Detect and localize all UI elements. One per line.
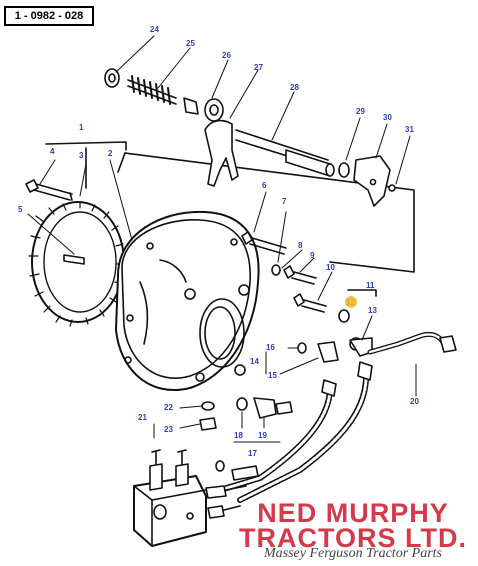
leader-15 bbox=[279, 357, 319, 375]
washer-8 bbox=[271, 264, 281, 276]
leader-10 bbox=[317, 271, 333, 301]
callout-12[interactable]: 12 bbox=[346, 298, 355, 307]
callout-31: 31 bbox=[405, 125, 414, 134]
callout-12-highlight bbox=[345, 296, 357, 308]
leader-7 bbox=[277, 211, 287, 263]
shaft-assembly bbox=[104, 68, 396, 207]
leader-13 bbox=[361, 315, 373, 341]
callout-6: 6 bbox=[262, 181, 267, 190]
callout-9: 9 bbox=[310, 251, 315, 260]
callout-22: 22 bbox=[164, 403, 173, 412]
pipe-fittings-lower bbox=[205, 460, 259, 519]
callout-4: 4 bbox=[50, 147, 55, 156]
callout-11: 11 bbox=[366, 281, 375, 290]
leader-6 bbox=[253, 191, 267, 233]
callout-24: 24 bbox=[150, 25, 159, 34]
washer-18 bbox=[236, 397, 248, 411]
bracket-11 bbox=[347, 289, 377, 297]
callout-30: 30 bbox=[383, 113, 392, 122]
watermark-tagline: Massey Ferguson Tractor Parts bbox=[264, 546, 442, 561]
leader-8 bbox=[281, 249, 303, 269]
callout-16: 16 bbox=[266, 343, 275, 352]
callout-27: 27 bbox=[254, 63, 263, 72]
ring-gear bbox=[28, 201, 125, 327]
elbow-fitting-19 bbox=[253, 397, 293, 419]
bolt-10 bbox=[293, 293, 327, 313]
callout-13: 13 bbox=[368, 306, 377, 315]
callout-3: 3 bbox=[79, 151, 84, 160]
watermark-brand-line2: TRACTORS LTD. bbox=[239, 523, 467, 553]
fitting-13 bbox=[338, 309, 373, 357]
drawing-reference-code: 1 - 0982 - 028 bbox=[4, 6, 94, 26]
callout-28: 28 bbox=[290, 83, 299, 92]
callout-23: 23 bbox=[164, 425, 173, 434]
callout-19: 19 bbox=[258, 431, 267, 440]
callout-2: 2 bbox=[108, 149, 113, 158]
callout-21: 21 bbox=[138, 413, 147, 422]
callout-10: 10 bbox=[326, 263, 335, 272]
callout-18: 18 bbox=[234, 431, 243, 440]
callout-20: 20 bbox=[410, 397, 419, 406]
callout-26: 26 bbox=[222, 51, 231, 60]
callout-labels: 1 2 3 4 5 6 7 8 9 10 11 12 13 14 15 16 1… bbox=[18, 25, 419, 458]
leaders-22-23 bbox=[179, 405, 203, 429]
bolt-4 bbox=[25, 179, 73, 201]
elbow-fitting-15 bbox=[297, 341, 339, 363]
callout-15: 15 bbox=[268, 371, 277, 380]
bleed-nipple-23 bbox=[199, 417, 217, 431]
bleed-screw-22 bbox=[201, 401, 215, 411]
bracket-1 bbox=[45, 141, 127, 151]
callout-1: 1 bbox=[79, 123, 84, 132]
leader-5 bbox=[27, 213, 75, 255]
cylinder-block bbox=[133, 449, 207, 547]
leader-2 bbox=[109, 159, 133, 241]
leader-9 bbox=[299, 257, 315, 273]
brake-hose-20 bbox=[217, 331, 457, 503]
callout-5: 5 bbox=[18, 205, 23, 214]
leader-3 bbox=[79, 163, 87, 197]
callout-29: 29 bbox=[356, 107, 365, 116]
bolt-6 bbox=[241, 231, 287, 255]
housing-frame bbox=[117, 152, 415, 273]
watermark-brand-line1: NED MURPHY bbox=[257, 498, 449, 528]
callout-17: 17 bbox=[248, 449, 257, 458]
callout-7: 7 bbox=[282, 197, 287, 206]
callout-14: 14 bbox=[250, 357, 259, 366]
brake-housing bbox=[115, 210, 260, 391]
top-leaders bbox=[115, 35, 411, 185]
bolt-9 bbox=[283, 265, 317, 285]
leader-4 bbox=[39, 159, 56, 185]
callout-8: 8 bbox=[298, 241, 303, 250]
callout-25: 25 bbox=[186, 39, 195, 48]
